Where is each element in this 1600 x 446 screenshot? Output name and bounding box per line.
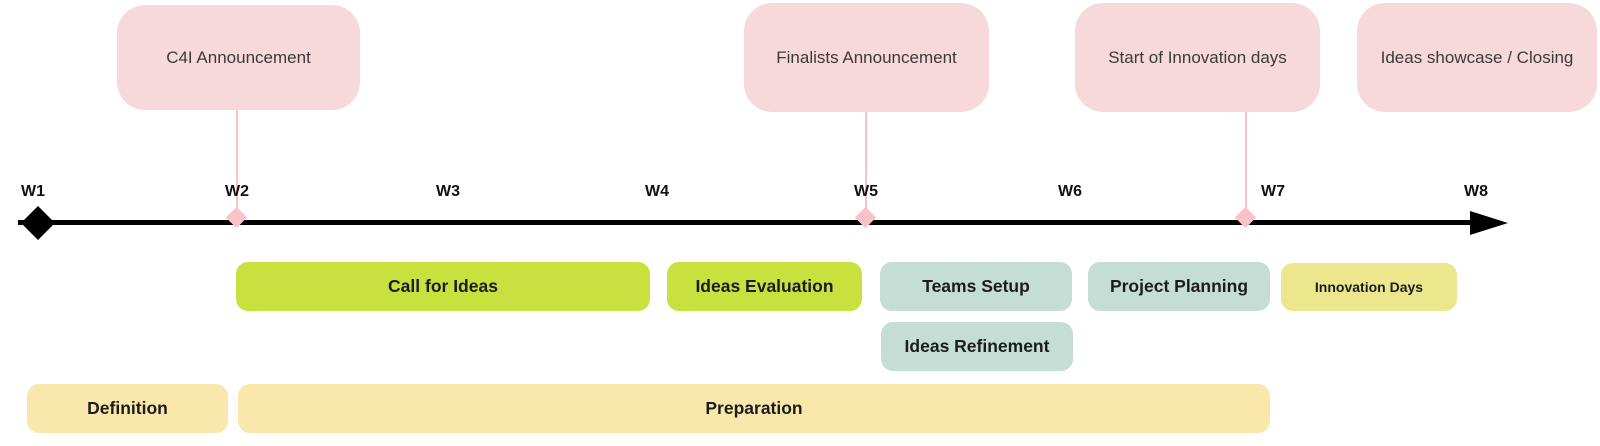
week-label-w5: W5 (854, 183, 878, 200)
phase-bar-project-planning: Project Planning (1088, 262, 1270, 311)
milestone-label: Ideas showcase / Closing (1380, 47, 1574, 67)
phase-bar-definition: Definition (27, 384, 228, 433)
week-label-w1: W1 (21, 183, 45, 200)
phase-bar-call-for-ideas: Call for Ideas (236, 262, 650, 311)
week-label-w4: W4 (645, 183, 669, 200)
milestone-connector-w2 (236, 110, 238, 211)
milestone-callout-start-innovation-days: Start of Innovation days (1075, 3, 1320, 112)
milestone-connector-w5 (865, 112, 867, 211)
milestone-label: Start of Innovation days (1108, 47, 1287, 67)
milestone-label: Finalists Announcement (776, 47, 957, 67)
week-label-w7: W7 (1261, 183, 1285, 200)
week-label-w6: W6 (1058, 183, 1082, 200)
phase-bar-innovation-days: Innovation Days (1281, 263, 1457, 311)
timeline-start-diamond-icon (21, 206, 55, 240)
week-label-w3: W3 (436, 183, 460, 200)
phase-bar-preparation: Preparation (238, 384, 1270, 433)
milestone-label: C4I Announcement (166, 47, 311, 67)
timeline-axis (18, 220, 1472, 225)
milestone-callout-finalists-announcement: Finalists Announcement (744, 3, 989, 112)
milestone-callout-c4i-announcement: C4I Announcement (117, 5, 360, 110)
phase-bar-ideas-refinement: Ideas Refinement (881, 322, 1073, 371)
phase-bar-ideas-evaluation: Ideas Evaluation (667, 262, 862, 311)
phase-bar-teams-setup: Teams Setup (880, 262, 1072, 311)
week-label-w2: W2 (225, 183, 249, 200)
timeline-arrowhead-icon (1470, 211, 1508, 235)
milestone-connector-w7 (1245, 112, 1247, 211)
week-label-w8: W8 (1464, 183, 1488, 200)
milestone-callout-ideas-showcase-closing: Ideas showcase / Closing (1357, 3, 1597, 112)
